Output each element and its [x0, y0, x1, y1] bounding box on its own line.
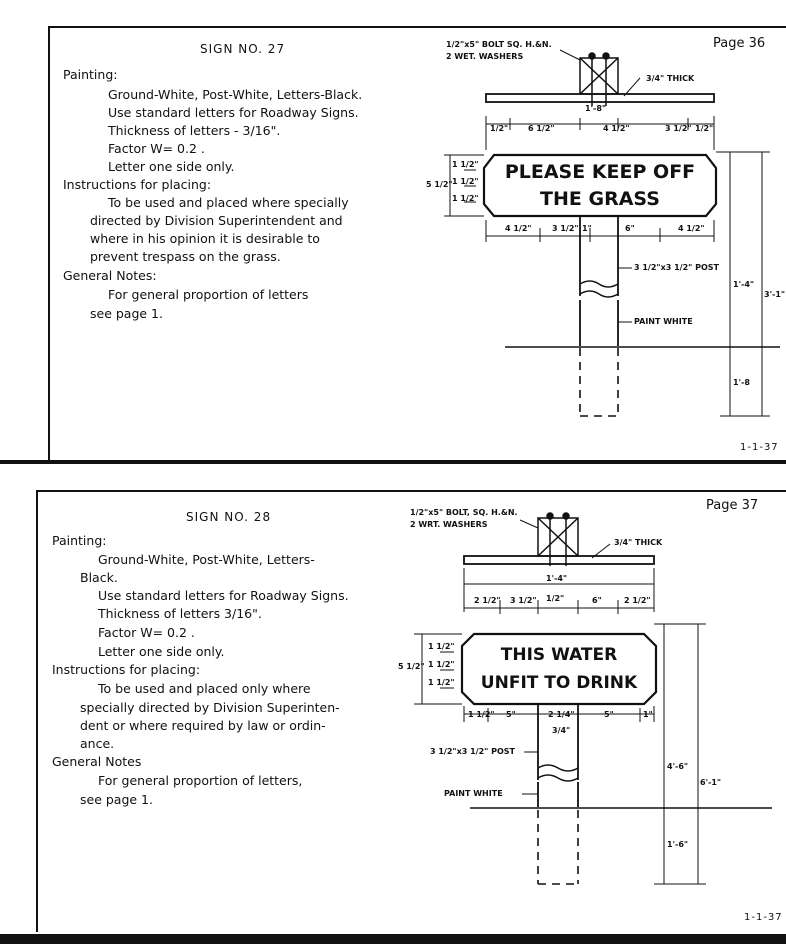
sign-board [460, 632, 658, 706]
sign-board [482, 153, 718, 218]
width-label: 1'-4" [546, 574, 568, 583]
date-stamp: 1-1-37 [740, 442, 779, 453]
top-dim: 2 1/2" [624, 596, 651, 605]
top-dim: 6" [592, 596, 602, 605]
sign-text-line-1: PLEASE KEEP OFF [504, 161, 696, 183]
bottom-dim: 5" [506, 710, 516, 719]
sign-title: SIGN NO. 27 [200, 42, 286, 56]
sign-drawing [414, 512, 772, 885]
painting-line: Ground-White, Post-White, Letters- [98, 552, 315, 567]
side-dim: 1 1/2" [428, 678, 455, 687]
sign-height-label: 5 1/2" [426, 180, 453, 189]
side-dim: 1 1/2" [428, 642, 455, 651]
painting-line: Black. [80, 570, 118, 585]
sign-text-line-1: THIS WATER [500, 645, 618, 665]
height-below-label: 1'-6" [667, 840, 689, 849]
notes-line: For general proportion of letters, [98, 773, 303, 788]
sign-text-line-2: UNFIT TO DRINK [480, 673, 638, 693]
top-dim: 1/2" [695, 124, 714, 133]
notes-line: For general proportion of letters [108, 287, 309, 302]
cap-board [485, 93, 715, 103]
height-total-label: 3'-1" [764, 290, 786, 299]
height-above-label: 1'-4" [733, 280, 755, 289]
bottom-dim: 6" [625, 224, 635, 233]
sign-drawing [444, 49, 780, 417]
instructions-line: ance. [80, 736, 115, 751]
notes-line: see page 1. [80, 792, 153, 807]
bolt-label: 1/2"x5" BOLT, SQ. H.&N. [410, 508, 518, 517]
sheet-sign-28: SIGN NO. 28 Page 37 1-1-37 Painting: Gro… [0, 462, 786, 944]
painting-line: Thickness of letters - 3/16". [108, 123, 281, 138]
page-frame [48, 26, 786, 464]
instructions-line: To be used and placed where specially [108, 195, 349, 210]
bottom-dim: 5" [604, 710, 614, 719]
height-below-label: 1'-8 [733, 378, 750, 387]
thick-label: 3/4" THICK [646, 74, 695, 83]
bottom-dim: 1 1/2" [468, 710, 495, 719]
instructions-heading: Instructions for placing: [63, 177, 212, 192]
painting-line: Use standard letters for Roadway Signs. [108, 105, 359, 120]
notes-heading: General Notes: [63, 268, 157, 283]
width-label: 1'-8" [585, 104, 607, 113]
thickness-dim: 3/4" [552, 726, 571, 735]
sign-title: SIGN NO. 28 [186, 510, 272, 524]
sign-text-line-2: THE GRASS [540, 188, 660, 210]
painting-line: Ground-White, Post-White, Letters-Black. [108, 87, 363, 102]
cap-board [463, 555, 655, 565]
top-dim: 4 1/2" [603, 124, 630, 133]
painting-heading: Painting: [52, 533, 107, 548]
top-dim: 3 1/2" [665, 124, 692, 133]
sign-height-label: 5 1/2" [398, 662, 425, 671]
side-dim: 1 1/2" [452, 177, 479, 186]
notes-line: see page 1. [90, 306, 163, 321]
sheet-sign-27: SIGN NO. 27 Page 36 1-1-37 Painting: Gro… [0, 0, 786, 464]
washers-label: 2 WRT. WASHERS [410, 520, 488, 529]
bottom-dim: 3 1/2" [552, 224, 579, 233]
post-label: 3 1/2"x3 1/2" POST [634, 263, 719, 272]
washers-label: 2 WET. WASHERS [446, 52, 524, 61]
page-number: Page 36 [713, 36, 766, 51]
height-total-label: 6'-1" [700, 778, 722, 787]
top-dim: 6 1/2" [528, 124, 555, 133]
painting-heading: Painting: [63, 67, 118, 82]
instructions-line: dent or where required by law or ordin- [80, 718, 326, 733]
bottom-dim: 1" [643, 710, 653, 719]
date-stamp: 1-1-37 [744, 912, 783, 923]
thick-label: 3/4" THICK [614, 538, 663, 547]
top-dim: 3 1/2" [510, 596, 537, 605]
bottom-dim: 4 1/2" [505, 224, 532, 233]
post-label: 3 1/2"x3 1/2" POST [430, 747, 515, 756]
bottom-dim: 4 1/2" [678, 224, 705, 233]
side-dim: 1 1/2" [428, 660, 455, 669]
instructions-heading: Instructions for placing: [52, 662, 201, 677]
bottom-dim: 1" [582, 224, 592, 233]
top-dim: 1/2" [546, 594, 565, 603]
painting-line: Factor W= 0.2 . [108, 141, 205, 156]
side-dim: 1 1/2" [452, 160, 479, 169]
instructions-line: where in his opinion it is desirable to [90, 231, 320, 246]
notes-heading: General Notes [52, 754, 142, 769]
paint-label: PAINT WHITE [444, 789, 503, 798]
paint-label: PAINT WHITE [634, 317, 693, 326]
painting-line: Factor W= 0.2 . [98, 625, 195, 640]
sheet-separator [0, 460, 786, 464]
side-dim: 1 1/2" [452, 194, 479, 203]
top-dim: 2 1/2" [474, 596, 501, 605]
painting-line: Letter one side only. [108, 159, 235, 174]
page-frame [36, 490, 786, 932]
instructions-line: prevent trespass on the grass. [90, 249, 281, 264]
instructions-line: To be used and placed only where [98, 681, 311, 696]
bottom-dim: 2 1/4" [548, 710, 575, 719]
painting-line: Letter one side only. [98, 644, 225, 659]
painting-line: Thickness of letters 3/16". [98, 606, 262, 621]
bolt-label: 1/2"x5" BOLT SQ. H.&N. [446, 40, 552, 49]
instructions-line: specially directed by Division Superinte… [80, 700, 340, 715]
instructions-line: directed by Division Superintendent and [90, 213, 343, 228]
painting-line: Use standard letters for Roadway Signs. [98, 588, 349, 603]
height-above-label: 4'-6" [667, 762, 689, 771]
page-number: Page 37 [706, 498, 759, 513]
top-dim: 1/2" [490, 124, 509, 133]
bottom-border [0, 934, 786, 944]
